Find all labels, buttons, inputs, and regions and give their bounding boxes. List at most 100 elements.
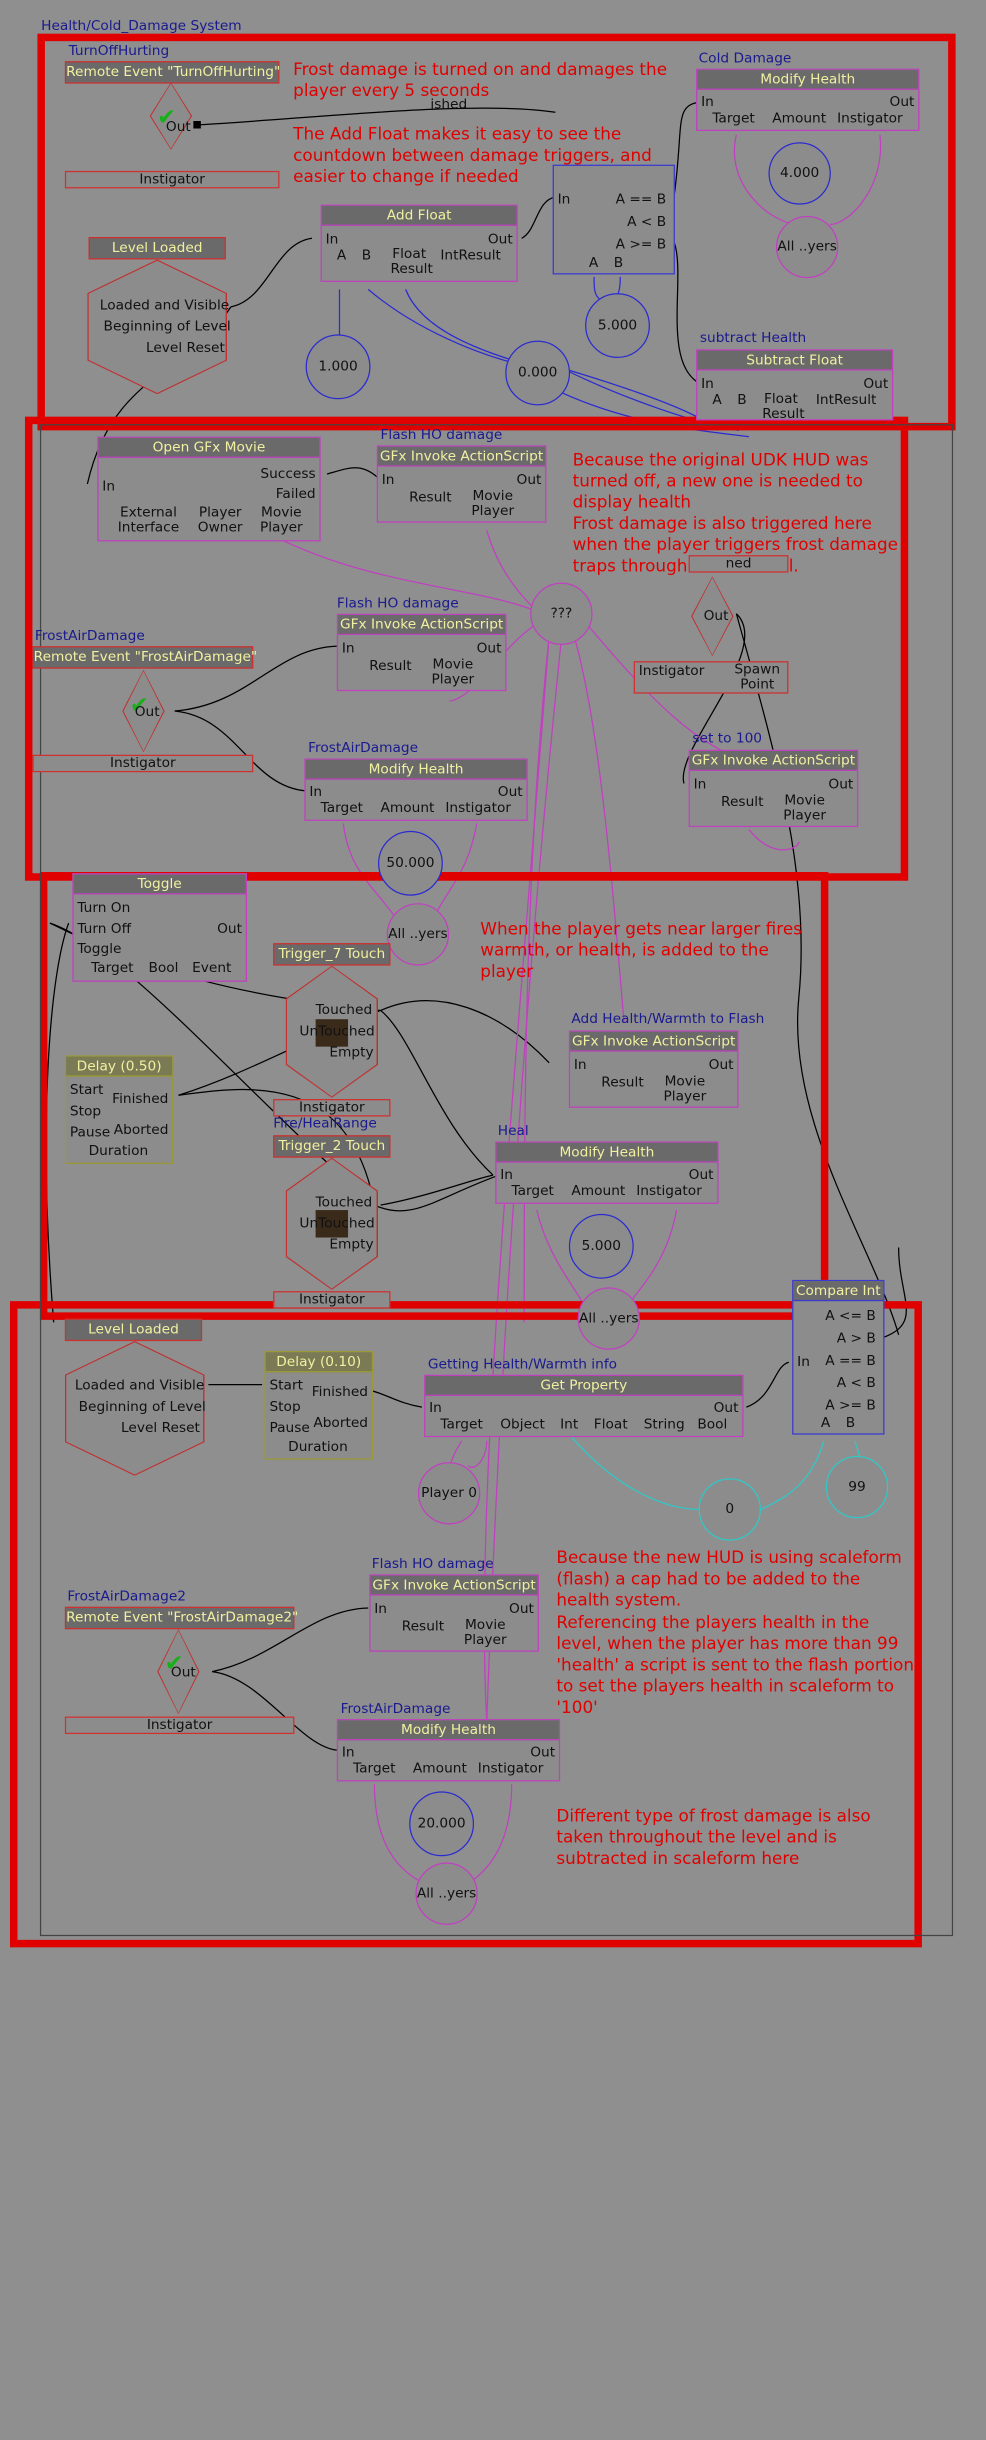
float-var-5000[interactable]: 5.000 bbox=[585, 293, 650, 359]
unknown-var[interactable]: ??? bbox=[530, 582, 593, 645]
pin-b: B bbox=[845, 1414, 856, 1431]
pin-a-eq-b: A == B bbox=[615, 190, 667, 208]
pin-out: Out bbox=[889, 93, 915, 110]
all-players-var-2[interactable]: All ..yers bbox=[386, 903, 450, 966]
int-var-99[interactable]: 99 bbox=[825, 1455, 889, 1519]
node-title: Modify Health bbox=[496, 1142, 718, 1163]
pin-result: Result bbox=[369, 657, 412, 674]
float-var-50000[interactable]: 50.000 bbox=[377, 830, 443, 896]
modify-health-node-frostair[interactable]: Modify Health In Out Target Amount Insti… bbox=[304, 758, 528, 821]
pin-in: In bbox=[573, 1056, 587, 1073]
node-title: Add Float bbox=[321, 205, 517, 226]
pin-duration: Duration bbox=[288, 1438, 348, 1455]
subtract-float-node[interactable]: Subtract Float In Out A B Float Result I… bbox=[696, 349, 894, 421]
label-getting-health: Getting Health/Warmth info bbox=[427, 1356, 618, 1373]
pin-target: Target bbox=[320, 799, 364, 816]
player-0-var[interactable]: Player 0 bbox=[417, 1462, 481, 1525]
delay-010-node[interactable]: Delay (0.10) Start Finished Stop Pause A… bbox=[264, 1351, 374, 1460]
trigger-icon bbox=[315, 1019, 349, 1047]
pin-b: B bbox=[737, 391, 747, 408]
pin-spawn-point: Spawn Point bbox=[734, 661, 781, 693]
check-icon: ✔ bbox=[164, 1650, 184, 1677]
pin-out: Out bbox=[487, 230, 513, 248]
pin-finished: Finished bbox=[112, 1090, 169, 1107]
int-var-0[interactable]: 0 bbox=[698, 1478, 761, 1541]
node-title: Modify Health bbox=[305, 759, 527, 780]
modify-health-node-frostair2[interactable]: Modify Health In Out Target Amount Insti… bbox=[336, 1719, 561, 1782]
trigger-2-touch-event[interactable]: Trigger_2 Touch bbox=[273, 1135, 391, 1158]
pin-instigator-bar: Instigator bbox=[64, 170, 280, 189]
gfx-invoke-node-set100[interactable]: GFx Invoke ActionScript In Out Result Mo… bbox=[688, 749, 859, 828]
compare-int-node[interactable]: Compare Int In A <= B A > B A == B A < B… bbox=[792, 1279, 885, 1435]
pin-target: Target bbox=[91, 959, 134, 976]
pin-out: Out bbox=[828, 775, 854, 793]
pin-amount: Amount bbox=[772, 109, 827, 126]
float-var-0000[interactable]: 0.000 bbox=[505, 340, 571, 406]
label-frostairdamage: FrostAirDamage bbox=[34, 627, 145, 644]
pin-level-reset: Level Reset bbox=[145, 339, 225, 356]
label-add-health-warmth: Add Health/Warmth to Flash bbox=[571, 1010, 765, 1027]
node-title: GFx Invoke ActionScript bbox=[570, 1031, 738, 1052]
get-property-node[interactable]: Get Property In Out Target Object Int Fl… bbox=[424, 1374, 744, 1438]
modify-health-node-cold[interactable]: Modify Health In Out Target Amount Insti… bbox=[696, 68, 920, 131]
float-var-4000[interactable]: 4.000 bbox=[768, 142, 831, 205]
modify-health-node-heal[interactable]: Modify Health In Out Target Amount Insti… bbox=[495, 1141, 719, 1204]
remote-event-frostairdamage[interactable]: Remote Event "FrostAirDamage" bbox=[32, 646, 257, 669]
pin-success: Success bbox=[260, 465, 316, 482]
pin-b: B bbox=[613, 254, 624, 271]
node-title: GFx Invoke ActionScript bbox=[370, 1575, 538, 1596]
pin-instigator: Instigator bbox=[477, 1760, 544, 1777]
toggle-node[interactable]: Toggle Turn On Turn Off Out Toggle Targe… bbox=[72, 873, 248, 982]
node-title: Compare Int bbox=[793, 1281, 884, 1302]
pin-a: A bbox=[820, 1414, 831, 1431]
label-turnoffhurting: TurnOffHurting bbox=[68, 42, 170, 59]
label-frostairdamage2: FrostAirDamage2 bbox=[67, 1588, 187, 1605]
finished-partial: ished bbox=[430, 96, 468, 113]
pin-in: In bbox=[557, 190, 571, 208]
level-loaded-event-2[interactable]: Level Loaded bbox=[64, 1318, 203, 1342]
pin-instigator: Instigator bbox=[638, 662, 705, 679]
pin-stop: Stop bbox=[69, 1102, 102, 1120]
all-players-var-4[interactable]: All ..yers bbox=[415, 1862, 478, 1925]
delay-050-node[interactable]: Delay (0.50) Start Finished Stop Pause A… bbox=[64, 1055, 174, 1164]
pin-stop: Stop bbox=[269, 1398, 301, 1415]
pin-instigator-bar: Instigator bbox=[32, 754, 254, 773]
float-var-1000[interactable]: 1.000 bbox=[305, 334, 371, 400]
compare-float-node[interactable]: In A == B A < B A >= B A B bbox=[552, 164, 675, 275]
pin-in: In bbox=[374, 1600, 387, 1617]
gfx-invoke-node-1[interactable]: GFx Invoke ActionScript In Out Result Mo… bbox=[376, 445, 547, 523]
pin-out: Out bbox=[703, 607, 729, 624]
remote-event-turnoffhurting[interactable]: Remote Event "TurnOffHurting" bbox=[64, 61, 280, 84]
float-var-5000-heal[interactable]: 5.000 bbox=[568, 1213, 634, 1279]
trigger-7-hex[interactable] bbox=[285, 965, 378, 1098]
gfx-invoke-node-2[interactable]: GFx Invoke ActionScript In Out Result Mo… bbox=[336, 613, 507, 692]
pin-out: Out bbox=[516, 471, 542, 488]
check-icon: ✔ bbox=[129, 692, 149, 719]
add-float-node[interactable]: Add Float In Out A B Float Result IntRes… bbox=[320, 204, 518, 282]
note-frost-scaleform: Different type of frost damage is also t… bbox=[556, 1806, 871, 1869]
pin-player-owner: Player Owner bbox=[197, 503, 243, 536]
gfx-invoke-node-warmth[interactable]: GFx Invoke ActionScript In Out Result Mo… bbox=[568, 1030, 739, 1108]
pin-failed: Failed bbox=[275, 485, 316, 502]
pin-connector[interactable] bbox=[193, 121, 201, 129]
trigger-7-touch-event[interactable]: Trigger_7 Touch bbox=[273, 943, 391, 966]
float-var-20000[interactable]: 20.000 bbox=[409, 1791, 475, 1857]
pin-out: Out bbox=[688, 1166, 714, 1183]
pin-a-le-b: A <= B bbox=[825, 1307, 876, 1324]
pin-in: In bbox=[797, 1353, 810, 1370]
pin-beginning: Beginning of Level bbox=[78, 1398, 206, 1415]
all-players-var[interactable]: All ..yers bbox=[775, 215, 839, 279]
gfx-invoke-node-3[interactable]: GFx Invoke ActionScript In Out Result Mo… bbox=[369, 1574, 539, 1652]
label-frostairdamage-2: FrostAirDamage bbox=[340, 1700, 451, 1717]
pin-out: Out bbox=[165, 118, 191, 135]
trigger-icon bbox=[315, 1210, 349, 1238]
pin-aborted: Aborted bbox=[113, 1121, 169, 1138]
pin-movie-player: Movie Player bbox=[463, 1616, 507, 1648]
open-gfx-movie-node[interactable]: Open GFx Movie In Success Failed Externa… bbox=[97, 436, 321, 542]
level-loaded-event[interactable]: Level Loaded bbox=[88, 237, 226, 260]
all-players-var-3[interactable]: All ..yers bbox=[577, 1287, 640, 1350]
pin-out: Out bbox=[530, 1744, 556, 1761]
remote-event-frostairdamage2[interactable]: Remote Event "FrostAirDamage2" bbox=[64, 1606, 298, 1630]
node-title: Delay (0.10) bbox=[265, 1352, 372, 1373]
